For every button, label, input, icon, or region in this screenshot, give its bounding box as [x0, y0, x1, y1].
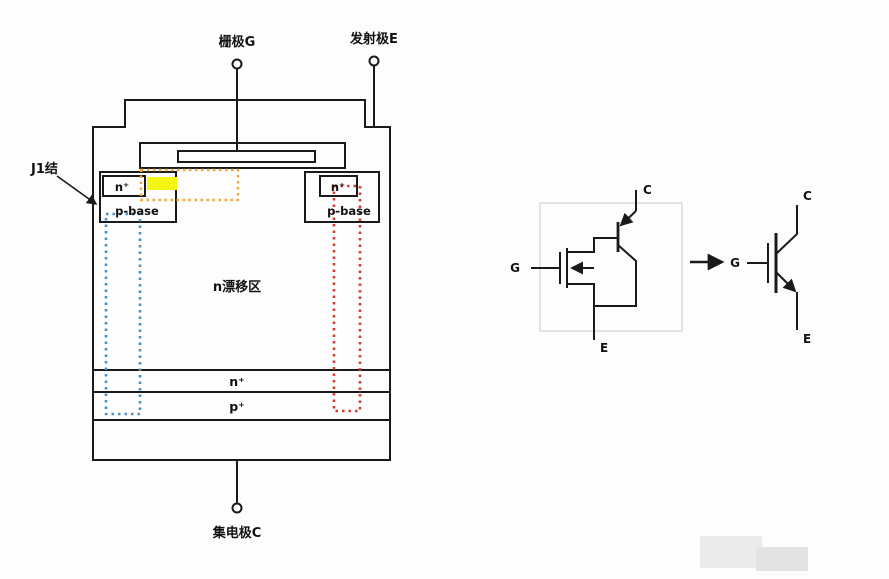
substrate-layer-label: p⁺ — [229, 399, 245, 414]
pnp-bjt-symbol — [594, 190, 637, 307]
mosfet-drain-lead — [567, 237, 618, 253]
equivalent-circuit-frame — [539, 202, 683, 332]
buffer-layer-label: n⁺ — [229, 374, 245, 389]
orange-dotted-region — [139, 168, 240, 202]
bjt-emitter-arrow — [619, 210, 637, 227]
igbt-gate-label: G — [730, 256, 740, 270]
equiv-collector-label: C — [643, 183, 652, 197]
emitter-terminal-label: 发射极E — [349, 31, 398, 47]
igbt-collector-label: C — [803, 189, 812, 203]
device-body-outline — [92, 99, 391, 461]
emitter-terminal-dot — [368, 55, 380, 67]
collector-terminal-label: 集电极C — [212, 525, 262, 541]
collector-terminal-dot — [231, 502, 243, 514]
igbt-emitter-arrow — [775, 271, 797, 293]
drift-region-label: n漂移区 — [213, 279, 261, 295]
left-n-plus-box — [102, 175, 146, 197]
gate-oxide-box — [139, 142, 346, 169]
yellow-highlight-region — [147, 177, 177, 190]
red-dotted-region — [332, 184, 362, 413]
j1-junction-label: J1结 — [30, 161, 58, 177]
left-p-base-label: p-base — [115, 204, 159, 218]
j1-pointer-arrow — [56, 175, 98, 205]
right-n-plus-label: n⁺ — [331, 180, 345, 194]
igbt-symbol — [747, 205, 798, 330]
equiv-emitter-label: E — [600, 341, 608, 355]
bjt-collector-lead — [594, 244, 637, 307]
watermark-patch — [700, 536, 808, 571]
mosfet-symbol — [531, 237, 618, 340]
gate-poly-box — [177, 150, 316, 163]
watermark-box-1 — [700, 536, 762, 568]
right-n-plus-box — [319, 175, 358, 197]
blue-dotted-region — [104, 212, 142, 416]
igbt-cross-section — [92, 99, 391, 461]
mosfet-source-lead — [567, 283, 595, 340]
left-n-plus-label: n⁺ — [115, 180, 129, 194]
right-p-base-label: p-base — [327, 204, 371, 218]
igbt-collector-lead — [775, 205, 798, 255]
gate-terminal-label: 栅极G — [219, 34, 256, 50]
right-p-base-box — [304, 171, 380, 223]
terminal-leads — [231, 55, 380, 514]
equiv-gate-label: G — [510, 261, 520, 275]
gate-terminal-dot — [231, 58, 243, 70]
left-p-base-box — [99, 171, 177, 223]
igbt-emitter-label: E — [803, 332, 811, 346]
watermark-box-2 — [756, 547, 808, 571]
